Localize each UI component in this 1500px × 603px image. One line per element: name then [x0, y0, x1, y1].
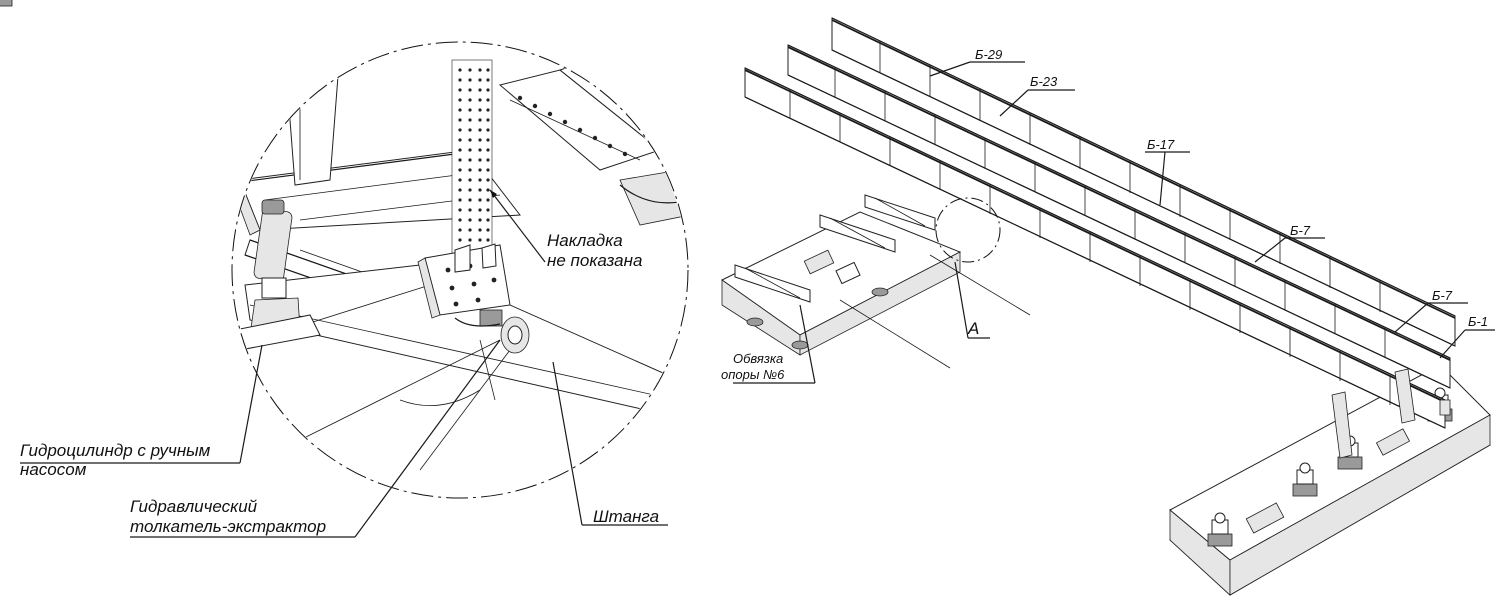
- pier-left-frames: [734, 194, 936, 303]
- detail-view: Накладка не показана Гидроцилиндр с ручн…: [20, 41, 689, 538]
- view-a-label: А: [967, 319, 979, 338]
- view-a-circle: [935, 197, 1001, 263]
- support-tie-line1: Обвязка: [733, 351, 783, 366]
- stiffeners: [789, 41, 1391, 405]
- girder-front: [744, 67, 1446, 429]
- bracket-plate: [417, 243, 511, 319]
- beam-leaders: [929, 61, 1495, 359]
- beam-label-b29: Б-29: [975, 47, 1002, 62]
- top-plate: [498, 64, 687, 226]
- girder-middle: [787, 44, 1451, 389]
- bolt-columns: [451, 59, 493, 271]
- pier-bearings: [0, 0, 1453, 547]
- girders: [744, 17, 1456, 459]
- detail-leaders: [20, 189, 668, 538]
- beam-label-b23: Б-23: [1030, 74, 1058, 89]
- beam-label-b7a: Б-7: [1290, 223, 1311, 238]
- overlay-note-line1: Накладка: [547, 231, 623, 250]
- hydraulic-cylinder: [234, 199, 321, 351]
- pusher-extractor: [454, 309, 530, 354]
- detail-circle: [231, 41, 689, 499]
- overlay-note-label: Накладка не показана: [547, 231, 642, 270]
- beam-label-b17: Б-17: [1147, 137, 1175, 152]
- overlay-note-line2: не показана: [547, 251, 642, 270]
- rod-label: Штанга: [593, 507, 659, 526]
- cylinder-line2: насосом: [20, 460, 87, 479]
- beam-label-b7b: Б-7: [1432, 288, 1453, 303]
- beam-label-b1: Б-1: [1468, 314, 1488, 329]
- cylinder-line1: Гидроцилиндр с ручным: [20, 441, 211, 460]
- cylinder-label: Гидроцилиндр с ручным насосом: [20, 441, 215, 479]
- pusher-line1: Гидравлический: [130, 497, 258, 516]
- girder-back: [831, 17, 1456, 347]
- pier-left: [721, 211, 962, 356]
- support-tie-line2: опоры №6: [721, 367, 785, 382]
- pusher-line2: толкатель-экстрактор: [130, 517, 326, 536]
- pusher-label: Гидравлический толкатель-экстрактор: [130, 497, 326, 536]
- support-tie-label: Обвязка опоры №6: [721, 351, 787, 382]
